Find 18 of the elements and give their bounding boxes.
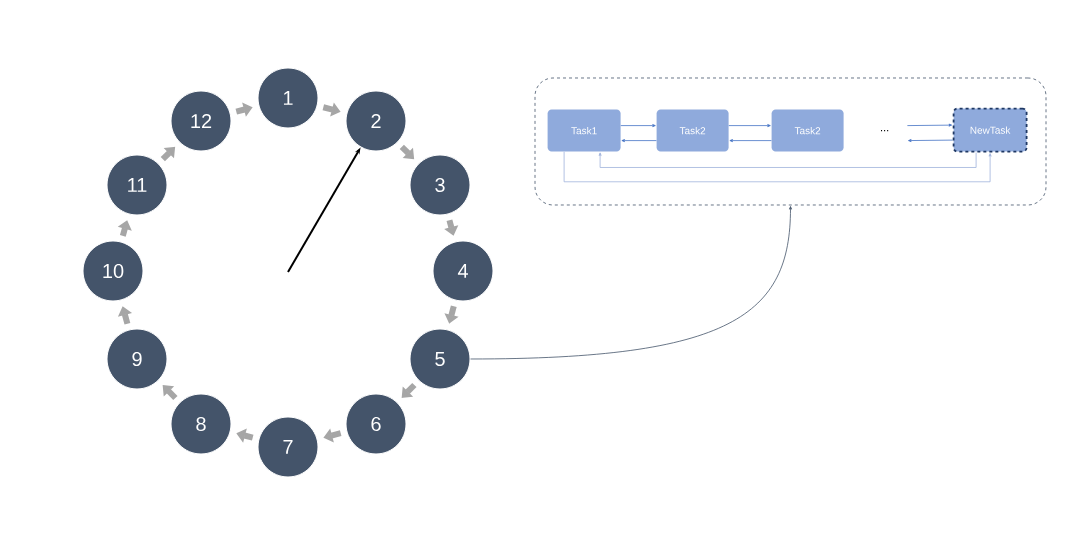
arrow <box>907 123 953 127</box>
curved-arrow <box>470 206 792 360</box>
arrow <box>620 124 656 128</box>
task-box: Task2 <box>656 109 729 152</box>
task-box: Task1 <box>547 109 621 152</box>
arrow <box>729 139 772 143</box>
dashed-container <box>534 77 1047 206</box>
block-arrow <box>162 385 178 401</box>
block-arrow <box>160 146 176 162</box>
arrow <box>908 139 954 143</box>
loop-arrow <box>563 151 992 183</box>
task-box: NewTask <box>952 107 1028 153</box>
block-arrow <box>401 382 417 398</box>
ellipsis-text: ... <box>881 130 889 132</box>
task-box: Task2 <box>771 109 844 152</box>
arrow <box>621 139 657 143</box>
loop-arrow <box>598 152 977 168</box>
arrow <box>728 124 771 128</box>
